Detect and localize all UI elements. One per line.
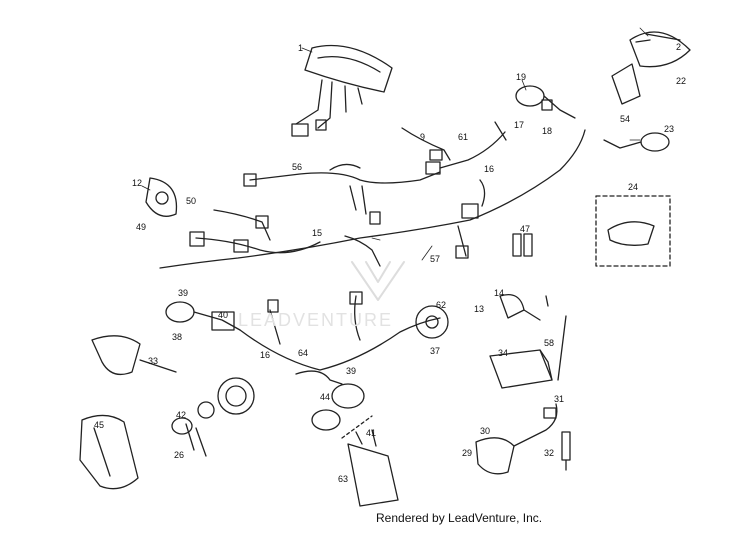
callout-56: 56 (292, 162, 302, 172)
part-tail-light-22[interactable] (611, 31, 691, 105)
callout-numbers: 1 2 9 61 56 12 50 49 15 57 47 16 19 17 1… (94, 42, 686, 484)
callout-39: 39 (178, 288, 188, 298)
credit-text: Rendered by LeadVenture, Inc. (376, 511, 543, 525)
callout-62: 62 (436, 300, 446, 310)
callout-63: 63 (338, 474, 348, 484)
callout-47: 47 (520, 224, 530, 234)
part-instrument-cluster[interactable] (291, 44, 393, 137)
callout-29: 29 (462, 448, 472, 458)
callout-31: 31 (554, 394, 564, 404)
callout-40: 40 (218, 310, 228, 320)
callout-42: 42 (176, 410, 186, 420)
part-ignition-switch-37[interactable] (415, 305, 449, 339)
callout-61: 61 (458, 132, 468, 142)
callout-33: 33 (148, 356, 158, 366)
callout-49: 49 (136, 222, 146, 232)
callout-26: 26 (174, 450, 184, 460)
callout-23: 23 (664, 124, 674, 134)
callout-45: 45 (94, 420, 104, 430)
callout-15: 15 (312, 228, 322, 238)
callout-58: 58 (544, 338, 554, 348)
part-ignition-coil-29[interactable] (475, 403, 558, 475)
part-cable-58[interactable] (557, 315, 567, 381)
part-main-harness-15[interactable] (159, 129, 586, 269)
callout-34: 34 (498, 348, 508, 358)
part-cdi-34[interactable] (489, 349, 553, 389)
callout-17: 17 (514, 120, 524, 130)
callout-37: 37 (430, 346, 440, 356)
watermark-logo (351, 261, 405, 301)
part-headlight-housing-45[interactable] (79, 414, 139, 490)
part-headlight-bulb-38[interactable] (165, 301, 241, 331)
callout-41: 41 (366, 428, 376, 438)
part-turn-signal-44[interactable] (295, 370, 365, 431)
part-turn-signal-23[interactable] (603, 132, 670, 152)
callout-14: 14 (494, 288, 504, 298)
callout-2: 2 (676, 42, 681, 52)
watermark-text: LEADVENTURE (238, 310, 393, 330)
part-bulb-42[interactable] (171, 377, 255, 457)
callout-24: 24 (628, 182, 638, 192)
callout-1: 1 (298, 43, 303, 53)
part-spark-plug-32[interactable] (561, 431, 571, 471)
callout-30: 30 (480, 426, 490, 436)
callout-64: 64 (298, 348, 308, 358)
callout-18: 18 (542, 126, 552, 136)
callout-22: 22 (676, 76, 686, 86)
part-rectifier-24[interactable] (595, 195, 671, 267)
part-bracket-33[interactable] (91, 335, 177, 376)
leader-lines (141, 27, 649, 261)
part-flasher-63[interactable] (341, 415, 399, 507)
callout-13: 13 (474, 304, 484, 314)
callout-44: 44 (320, 392, 330, 402)
part-relay-14[interactable] (499, 293, 549, 321)
callout-12: 12 (132, 178, 142, 188)
callout-39b: 39 (346, 366, 356, 376)
callout-38: 38 (172, 332, 182, 342)
callout-54: 54 (620, 114, 630, 124)
part-horn-12[interactable] (145, 177, 178, 217)
part-switch-cable-9[interactable] (401, 127, 451, 161)
callout-16b: 16 (260, 350, 270, 360)
part-fuses-47[interactable] (512, 233, 533, 257)
callout-50: 50 (186, 196, 196, 206)
callout-57: 57 (430, 254, 440, 264)
callout-19: 19 (516, 72, 526, 82)
part-switch-cable-61[interactable] (425, 121, 507, 175)
callout-9: 9 (420, 132, 425, 142)
callout-32: 32 (544, 448, 554, 458)
part-harness-56[interactable] (243, 163, 441, 215)
callout-16: 16 (484, 164, 494, 174)
part-turn-signal-19[interactable] (515, 85, 576, 119)
